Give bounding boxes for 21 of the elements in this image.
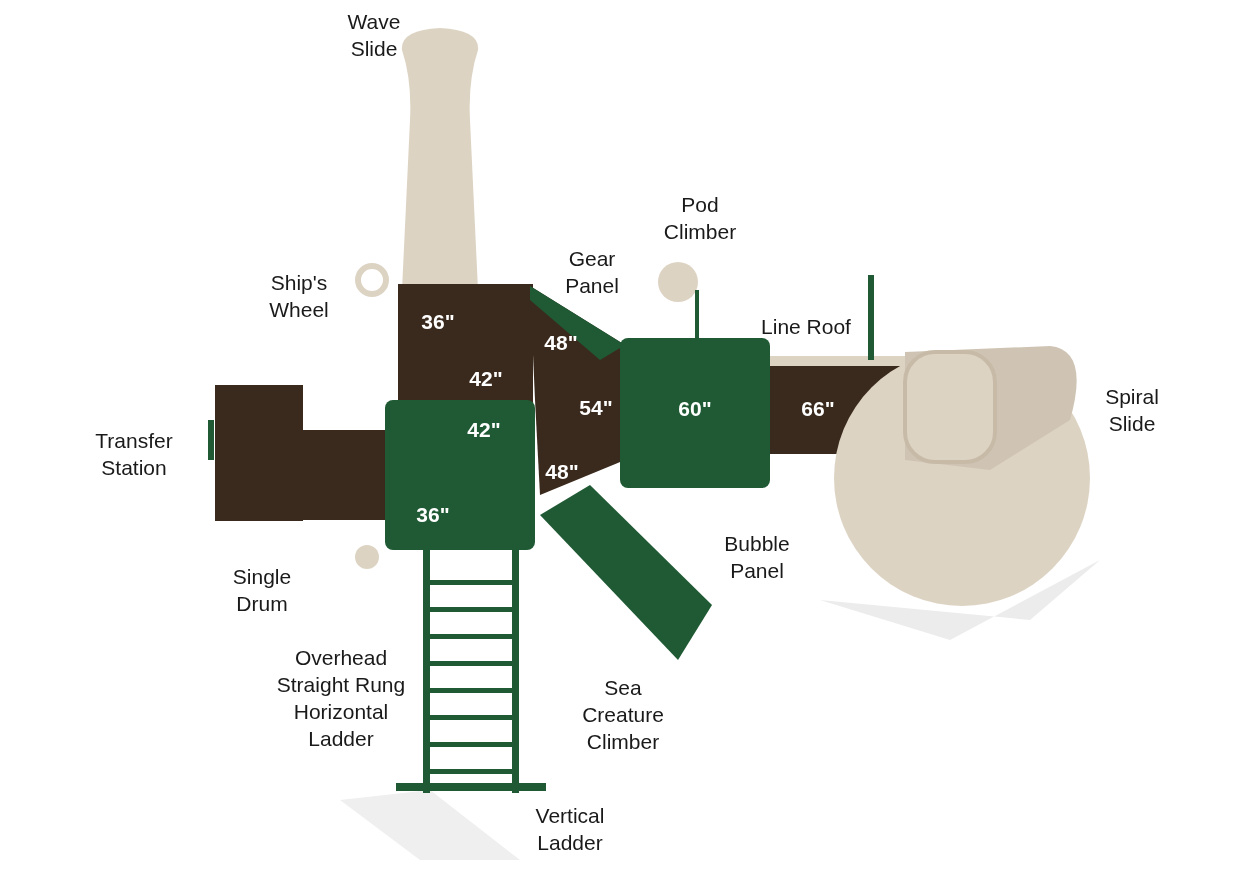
height-label: 48" — [545, 460, 579, 484]
height-label: 66" — [801, 397, 835, 421]
part-label: Line Roof — [760, 313, 852, 340]
height-label: 42" — [467, 418, 501, 442]
height-label: 42" — [469, 367, 503, 391]
part-label: Ship's Wheel — [268, 270, 330, 323]
height-label: 36" — [416, 503, 450, 527]
part-label: Sea Creature Climber — [581, 674, 665, 755]
height-label: 36" — [421, 310, 455, 334]
part-label: Bubble Panel — [723, 531, 791, 584]
part-label: Spiral Slide — [1104, 384, 1160, 437]
part-label: Gear Panel — [564, 246, 620, 299]
part-label: Single Drum — [231, 564, 293, 617]
height-label: 60" — [678, 397, 712, 421]
height-label: 48" — [544, 331, 578, 355]
height-label: 54" — [579, 396, 613, 420]
part-label: Vertical Ladder — [534, 803, 606, 856]
part-label: Pod Climber — [662, 192, 738, 245]
part-label: Overhead Straight Rung Horizontal Ladder — [275, 645, 407, 752]
part-label: Transfer Station — [94, 428, 174, 481]
part-label: Wave Slide — [346, 9, 402, 62]
